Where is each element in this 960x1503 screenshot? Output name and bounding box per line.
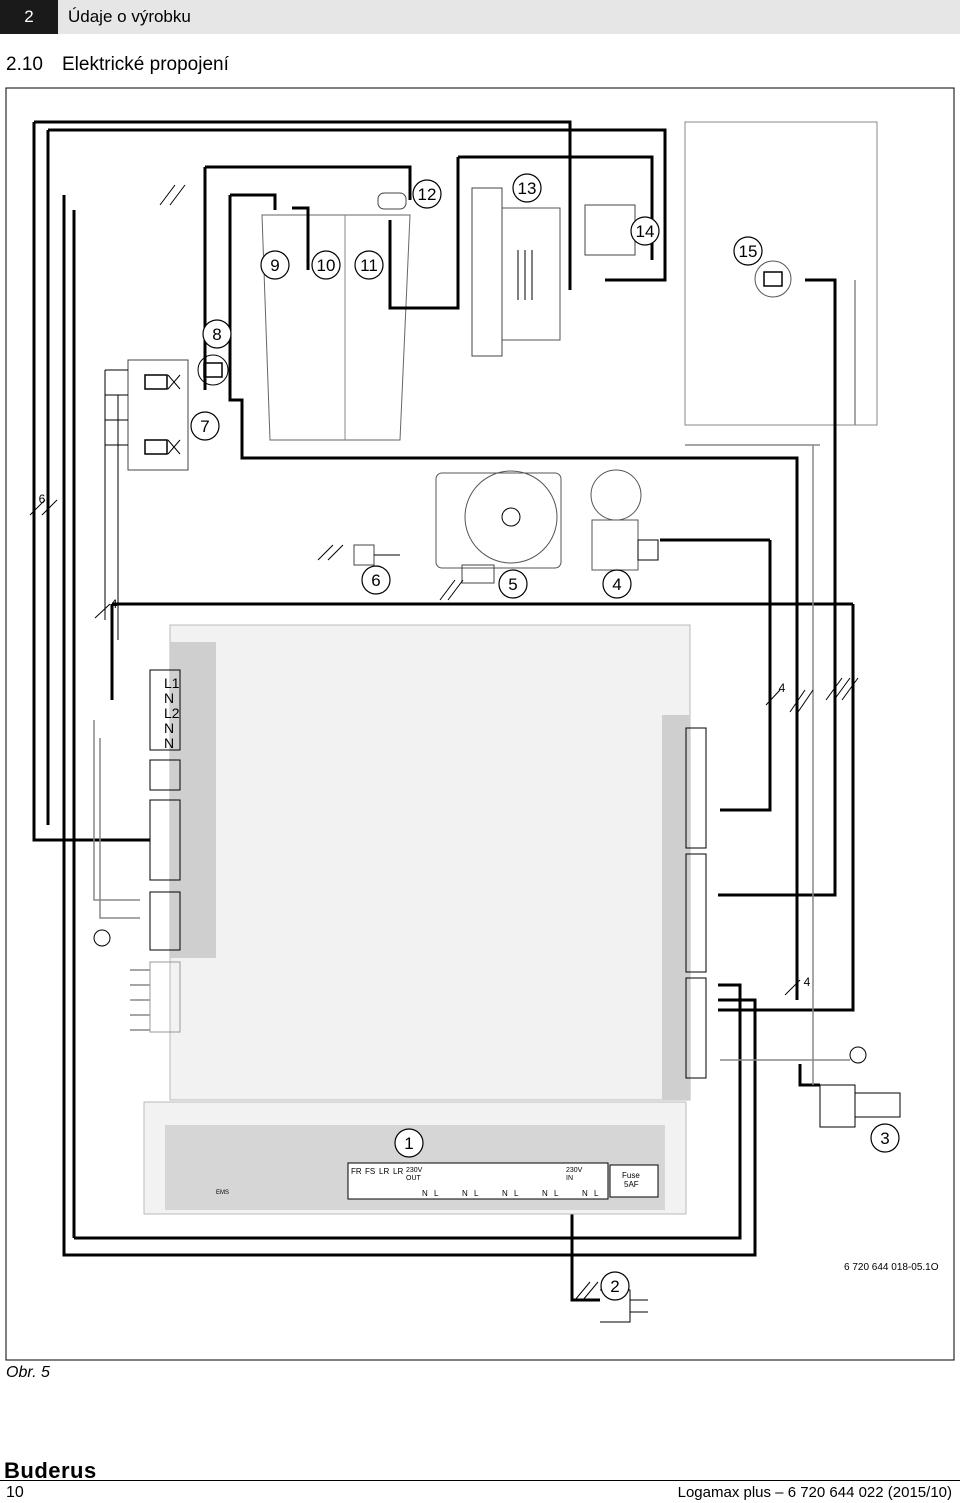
nl-8: N: [582, 1189, 588, 1198]
nl-0: N: [422, 1189, 428, 1198]
nl-6: N: [542, 1189, 548, 1198]
wire-count-4-right: 4: [779, 681, 786, 695]
section-number-badge: 2: [0, 0, 58, 34]
terminal-label-n3: N: [164, 735, 174, 751]
callout-8: 8: [212, 325, 221, 344]
callout-13: 13: [518, 179, 537, 198]
subsection-heading: 2.10 Elektrické propojení: [6, 54, 229, 76]
wire-count-4-bottom: 4: [804, 975, 811, 989]
strip-lr1: LR: [379, 1167, 389, 1176]
callout-2: 2: [610, 1277, 619, 1296]
strip-fs: FS: [365, 1167, 375, 1176]
brand-logo: Buderus: [4, 1458, 97, 1483]
drawing-id: 6 720 644 018-05.1O: [844, 1262, 939, 1273]
callout-4: 4: [612, 575, 621, 594]
callout-14: 14: [636, 222, 655, 241]
fuse-line2: 5AF: [624, 1180, 639, 1189]
page-number: 10: [6, 1484, 24, 1501]
section-title: Údaje o výrobku: [68, 7, 191, 26]
strip-ems: EMS: [216, 1190, 229, 1196]
nl-5: L: [514, 1189, 519, 1198]
terminal-label-n1: N: [164, 690, 174, 706]
diagram-frame: [5, 87, 955, 1361]
nl-4: N: [502, 1189, 508, 1198]
callout-3: 3: [880, 1129, 889, 1148]
nl-7: L: [554, 1189, 559, 1198]
terminal-label-n2: N: [164, 720, 174, 736]
nl-2: N: [462, 1189, 468, 1198]
subsection-title: Elektrické propojení: [62, 54, 229, 75]
footer-divider: [0, 1480, 960, 1481]
page-header: 2 Údaje o výrobku: [0, 0, 960, 34]
callout-15: 15: [739, 242, 758, 261]
document-reference: Logamax plus – 6 720 644 022 (2015/10): [677, 1484, 952, 1501]
nl-1: L: [434, 1189, 439, 1198]
strip-in-bottom: IN: [566, 1175, 573, 1182]
nl-3: L: [474, 1189, 479, 1198]
callout-1: 1: [404, 1134, 413, 1153]
strip-lr2: LR: [393, 1167, 403, 1176]
callout-7: 7: [200, 417, 209, 436]
wire-count-6: 6: [39, 492, 46, 506]
callout-10: 10: [317, 256, 336, 275]
callout-12: 12: [418, 185, 437, 204]
subsection-number: 2.10: [6, 54, 43, 75]
strip-in-top: 230V: [566, 1167, 583, 1174]
strip-out-top: 230V: [406, 1167, 423, 1174]
callout-6: 6: [371, 571, 380, 590]
fuse-line1: Fuse: [622, 1171, 640, 1180]
strip-out-bottom: OUT: [406, 1175, 422, 1182]
wiring-diagram: 1 2 3 4 5 6 7 8 9 10 11 12 13 14 15 6 4 …: [5, 87, 955, 1361]
figure-label: Obr. 5: [6, 1364, 50, 1381]
terminal-label-l1: L1: [164, 675, 180, 691]
callout-5: 5: [508, 575, 517, 594]
wire-count-4-left: 4: [111, 597, 118, 611]
terminal-label-l2: L2: [164, 705, 180, 721]
strip-fr: FR: [351, 1167, 362, 1176]
callout-11: 11: [360, 256, 378, 275]
nl-9: L: [594, 1189, 599, 1198]
callout-9: 9: [270, 256, 279, 275]
